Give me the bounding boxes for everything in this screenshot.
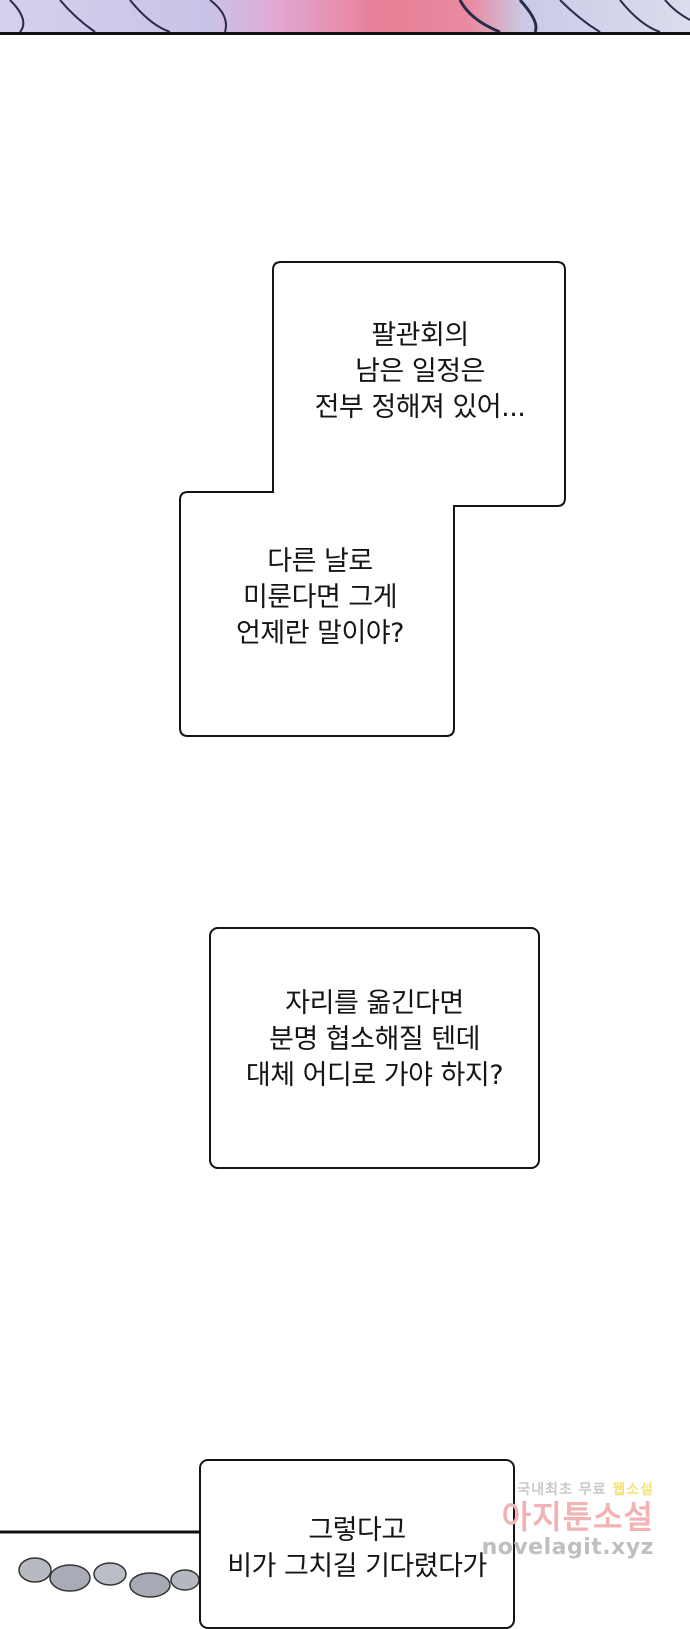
bubble-1-line: 남은 일정은 — [355, 356, 485, 387]
hair-lines-art — [9, 0, 690, 32]
bubble-4-text: 그렇다고 비가 그치길 기다렸다가 — [199, 1513, 515, 1585]
bubble-3-line: 분명 협소해질 텐데 — [269, 1024, 480, 1055]
site-watermark: 국내최초 무료 웹소설 아지툰소설 novelagit.xyz — [459, 1479, 654, 1560]
bubble-3-text: 자리를 옮긴다면 분명 협소해질 텐데 대체 어디로 가야 하지? — [209, 986, 540, 1094]
stacked-speech-bubbles — [179, 261, 566, 737]
bubble-3-line: 대체 어디로 가야 하지? — [245, 1060, 504, 1091]
bubble-2-text: 다른 날로 미룬다면 그게 언제란 말이야? — [190, 544, 450, 652]
bubble-4-line: 그렇다고 — [308, 1515, 406, 1546]
watermark-url: novelagit.xyz — [481, 1535, 654, 1560]
bubble-1-text: 팔관회의 남은 일정은 전부 정해져 있어... — [290, 318, 550, 426]
bubble-3-line: 자리를 옮긴다면 — [285, 988, 464, 1019]
watermark-tagline: 국내최초 무료 웹소설 — [517, 1482, 654, 1498]
bubble-4-line: 비가 그치길 기다렸다가 — [227, 1551, 487, 1582]
bubble-2-line: 다른 날로 — [267, 546, 373, 577]
speech-bubble-3 — [209, 927, 540, 1169]
bubble-2-line: 언제란 말이야? — [236, 618, 404, 649]
next-panel-art — [0, 1530, 200, 1598]
previous-panel-art — [0, 0, 690, 35]
bubble-2-line: 미룬다면 그게 — [242, 582, 398, 613]
watermark-brand: 아지툰소설 — [501, 1498, 654, 1536]
bubble-1-line: 팔관회의 — [371, 320, 469, 351]
bubble-1-line: 전부 정해져 있어... — [314, 392, 526, 423]
